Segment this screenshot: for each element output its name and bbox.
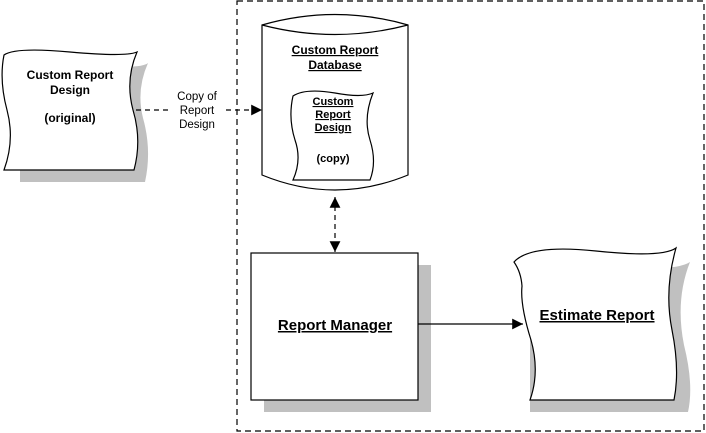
copy-arrow-label-line1: Copy of [177, 91, 217, 103]
report-manager: Report Manager [250, 252, 431, 412]
copied-design-title-line2: Report [315, 109, 351, 121]
database-title-line2: Database [308, 58, 362, 72]
database-title-line1: Custom Report [292, 43, 379, 57]
system-boundary [236, 0, 705, 432]
original-design-shape [1, 49, 139, 171]
copied-design-title-line3: Design [315, 122, 352, 134]
estimate-report-label: Estimate Report [539, 307, 654, 324]
custom-report-database: Custom Report Database Custom Report Des… [261, 13, 409, 191]
copy-arrow-label-bg [170, 86, 224, 134]
original-design-document: Custom Report Design (original) [1, 49, 149, 183]
copied-design-document: Custom Report Design (copy) [290, 90, 375, 181]
copied-design-title-line1: Custom [313, 96, 354, 108]
copy-arrow-label-line2: Report [180, 105, 215, 117]
original-design-title-line2: Design [50, 83, 90, 97]
copied-design-note: (copy) [317, 153, 350, 165]
estimate-report-shape [513, 246, 678, 401]
original-design-title-line1: Custom Report [27, 68, 114, 82]
copied-design-shape [290, 90, 375, 181]
database-cylinder-top-rim [261, 24, 409, 36]
estimate-report-document: Estimate Report [513, 246, 691, 412]
report-manager-box [250, 252, 419, 401]
copy-arrow-label-line3: Design [179, 119, 215, 131]
original-design-note: (original) [44, 111, 95, 125]
report-manager-label: Report Manager [278, 317, 392, 334]
